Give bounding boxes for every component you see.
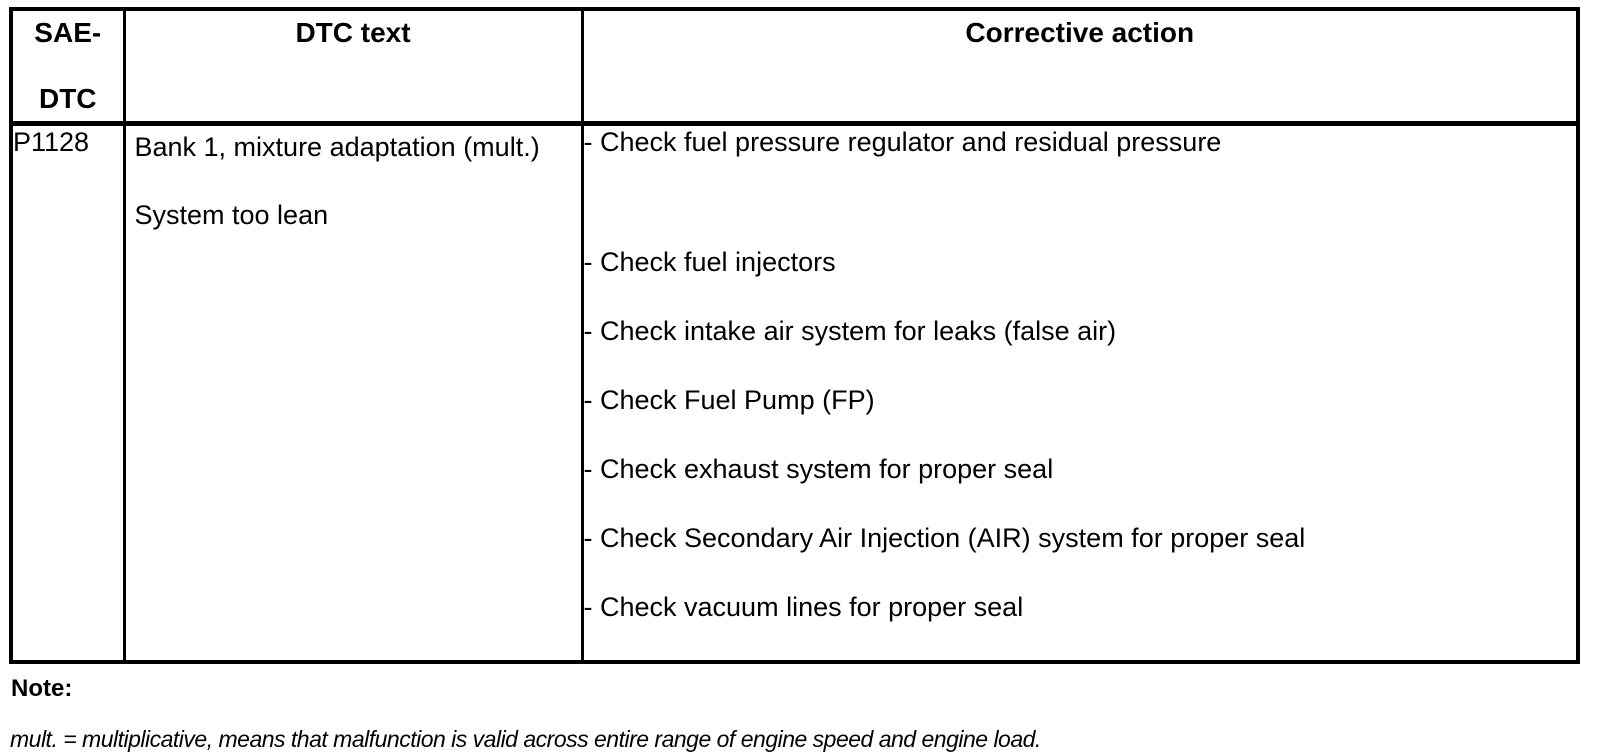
dtc-text-line: System too lean — [134, 200, 329, 230]
table-row: P1128 Bank 1, mixture adaptation (mult.)… — [9, 122, 1580, 664]
header-dtc-text-label: DTC text — [295, 17, 411, 48]
dtc-table: SAE- DTC DTC text Corrective action P112… — [9, 7, 1580, 664]
dtc-text-line: Bank 1, mixture adaptation (mult.) — [134, 132, 540, 162]
header-dtc-line: DTC — [38, 83, 97, 114]
corrective-action-item: - Check fuel pressure regulator and resi… — [583, 127, 1222, 157]
corrective-action-item: - Check exhaust system for proper seal — [583, 454, 1054, 484]
cell-sae-dtc-code: P1128 — [9, 122, 126, 664]
cell-corrective-actions: - Check fuel pressure regulator and resi… — [580, 122, 1580, 664]
dtc-code: P1128 — [13, 127, 90, 157]
header-cell-dtc-text: DTC text — [122, 7, 584, 126]
corrective-action-item: - Check Secondary Air Injection (AIR) sy… — [583, 523, 1306, 553]
table-header-row: SAE- DTC DTC text Corrective action — [9, 7, 1580, 126]
header-sae-line: SAE- — [34, 17, 102, 48]
header-cell-sae-dtc: SAE- DTC — [9, 7, 126, 126]
header-corrective-action-label: Corrective action — [965, 17, 1195, 48]
corrective-action-item: - Check vacuum lines for proper seal — [583, 592, 1024, 622]
corrective-action-item: - Check fuel injectors — [583, 247, 836, 277]
corrective-action-item: - Check Fuel Pump (FP) — [583, 385, 875, 415]
note-text: mult. = multiplicative, means that malfu… — [10, 726, 1041, 752]
header-cell-corrective-action: Corrective action — [580, 7, 1580, 126]
corrective-action-item: - Check intake air system for leaks (fal… — [583, 316, 1117, 346]
note-label: Note: — [11, 675, 73, 702]
cell-dtc-text: Bank 1, mixture adaptation (mult.) Syste… — [122, 122, 584, 664]
